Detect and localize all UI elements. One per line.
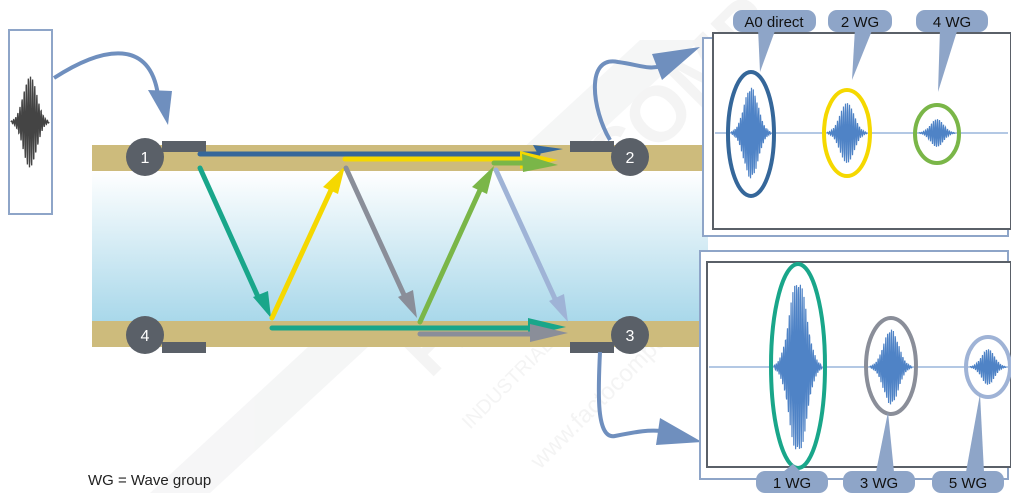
path-lightblue-down: [493, 167, 559, 304]
transducer-3: 3: [611, 316, 649, 354]
callout-input-arrowhead: [148, 90, 172, 125]
legend-wave-group: WG = Wave group: [88, 472, 212, 489]
transducer-bar-1: [162, 141, 206, 152]
upper-waveform-a0: [730, 87, 772, 179]
callout-arrows: [52, 47, 702, 445]
upper-tag-connectors: [758, 28, 958, 92]
transducer-3-label: 3: [626, 328, 635, 345]
upper-ring-a0-direct: [726, 70, 776, 198]
tag-a0-direct: A0 direct: [733, 10, 816, 32]
upper-waveform-4wg: [918, 119, 956, 147]
path-gray-down: [343, 165, 408, 300]
tag-3wg: 3 WG: [843, 471, 915, 493]
input-waveform: [10, 76, 50, 168]
pipe-inner: [92, 171, 708, 321]
path-teal-down: [197, 165, 262, 302]
input-signal-box: [8, 29, 53, 215]
callout-lower-arrowhead: [656, 418, 702, 445]
lower-waveform-3wg: [869, 329, 913, 405]
lower-waveform-5wg: [969, 349, 1007, 385]
callout-input-to-1: [52, 51, 160, 96]
transducer-bars: [162, 141, 614, 353]
transducer-1: 1: [126, 138, 164, 176]
tag-1wg-label: 1 WG: [773, 475, 811, 492]
arrowhead-green-up: [472, 166, 494, 194]
arrowhead-teal-down: [253, 291, 271, 318]
transducer-bar-4: [162, 342, 206, 353]
arrowhead-yellow-up: [323, 166, 345, 194]
arrowhead-gray-bottom: [530, 324, 568, 342]
callout-upper-arrowhead: [652, 47, 700, 80]
tag-4wg: 4 WG: [916, 10, 988, 32]
lower-tag-connectors: [783, 394, 984, 472]
upper-result-panel: A0 direct 2 WG 4 WG: [702, 10, 1011, 237]
tag-5wg: 5 WG: [932, 471, 1004, 493]
lower-result-panel: 1 WG 3 WG 5 WG: [699, 250, 1011, 493]
transducer-circles: 1 2 3 4: [126, 138, 649, 354]
tag-a0-direct-label: A0 direct: [744, 14, 804, 31]
arrowhead-navy: [533, 145, 563, 154]
wave-paths: [197, 145, 568, 342]
lower-ring-3wg: [864, 316, 918, 416]
tag-1wg: 1 WG: [756, 471, 828, 493]
arrowhead-green-top: [522, 154, 558, 172]
tag-3wg-label: 3 WG: [860, 475, 898, 492]
callout-2-to-upper: [592, 59, 663, 142]
transducer-1-label: 1: [141, 150, 150, 167]
transducer-2: 2: [611, 138, 649, 176]
path-green-up: [417, 187, 483, 325]
arrowhead-gray-down: [398, 290, 417, 318]
upper-ring-2wg: [822, 88, 872, 178]
arrowhead-lightblue-down: [549, 294, 568, 322]
path-yellow-up: [269, 187, 334, 321]
upper-waveform-2wg: [826, 103, 868, 163]
lower-waveform-1wg: [773, 284, 823, 450]
upper-ring-4wg: [913, 103, 961, 165]
tag-5wg-label: 5 WG: [949, 475, 987, 492]
tag-2wg: 2 WG: [828, 10, 892, 32]
lower-ring-5wg: [964, 335, 1011, 399]
lower-ring-1wg: [769, 262, 827, 470]
transducer-2-label: 2: [626, 150, 635, 167]
callout-3-to-lower: [596, 351, 663, 439]
transducer-bar-3: [570, 342, 614, 353]
transducer-bar-2: [570, 141, 614, 152]
transducer-4-label: 4: [141, 328, 150, 345]
pipe: [92, 145, 708, 347]
tag-2wg-label: 2 WG: [841, 14, 879, 31]
transducer-4: 4: [126, 316, 164, 354]
tag-4wg-label: 4 WG: [933, 14, 971, 31]
